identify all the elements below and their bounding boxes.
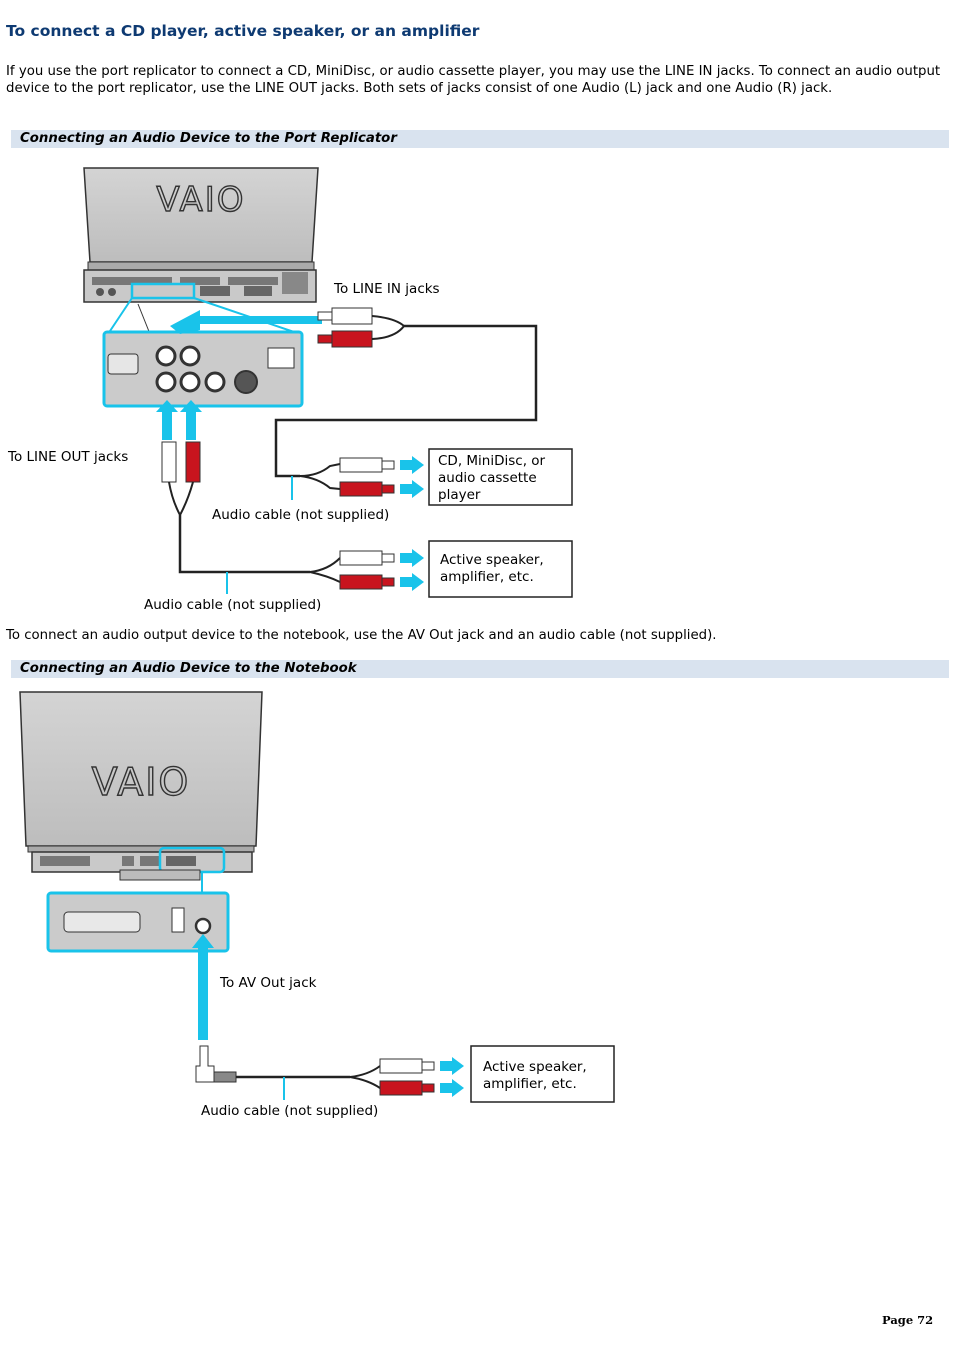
line-in-arrow (170, 310, 322, 334)
label-line-in: To LINE IN jacks (333, 281, 440, 297)
label-line-out: To LINE OUT jacks (7, 449, 128, 465)
line-out-arrow-left (156, 400, 178, 440)
section-heading-notebook: Connecting an Audio Device to the Notebo… (11, 660, 949, 678)
middle-paragraph: To connect an audio output device to the… (6, 628, 717, 643)
cd-box-line-1: CD, MiniDisc, or (438, 453, 546, 469)
label-cable-lower: Audio cable (not supplied) (144, 597, 321, 613)
label-cable-upper: Audio cable (not supplied) (212, 507, 389, 523)
laptop-illustration: VAIO (19, 691, 263, 881)
av-out-arrow (192, 934, 214, 1040)
section-heading-text: Connecting an Audio Device to the Port R… (20, 131, 397, 146)
section-heading-text: Connecting an Audio Device to the Notebo… (20, 661, 357, 676)
cd-box-line-2: audio cassette (438, 470, 537, 486)
speaker-box-line-2: amplifier, etc. (483, 1076, 577, 1092)
lower-audio-cable (161, 441, 424, 594)
cd-box-line-3: player (438, 487, 481, 503)
port-replicator-diagram: VAIO (7, 167, 573, 613)
section-heading-port-replicator: Connecting an Audio Device to the Port R… (11, 130, 949, 148)
speaker-box (470, 1045, 615, 1103)
vaio-logo: VAIO (156, 180, 245, 220)
page-number: Page 72 (882, 1313, 934, 1327)
av-out-panel-closeup (46, 891, 230, 953)
port-panel-closeup (102, 330, 304, 408)
notebook-diagram: VAIO Active speaker, amplifier, etc. To … (19, 691, 615, 1119)
cd-player-box (428, 448, 573, 506)
av-audio-cable (195, 1045, 464, 1100)
upper-audio-cable (291, 456, 424, 500)
intro-paragraph: If you use the port replicator to connec… (6, 64, 941, 96)
speaker-box-line-1: Active speaker, (440, 552, 544, 568)
line-out-arrow-right (180, 400, 202, 440)
speaker-box-line-1: Active speaker, (483, 1059, 587, 1075)
laptop-illustration: VAIO (83, 167, 319, 303)
speaker-box-line-2: amplifier, etc. (440, 569, 534, 585)
line-in-cable (274, 307, 538, 478)
label-cable: Audio cable (not supplied) (201, 1103, 378, 1119)
vaio-logo: VAIO (92, 760, 191, 804)
page-title: To connect a CD player, active speaker, … (6, 22, 480, 40)
speaker-box (428, 540, 573, 598)
label-av-out: To AV Out jack (219, 975, 317, 991)
